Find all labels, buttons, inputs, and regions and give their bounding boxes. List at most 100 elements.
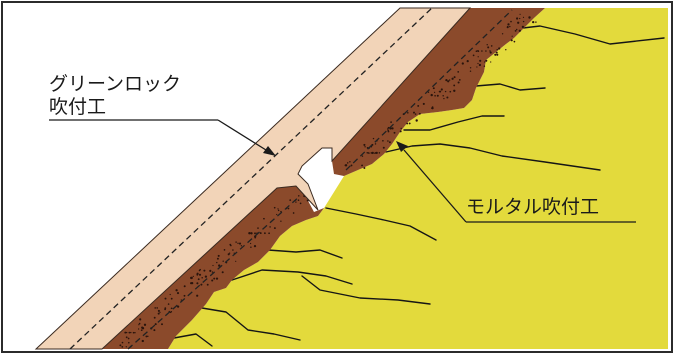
mortar-dot <box>511 35 513 37</box>
mortar-dot <box>230 244 232 247</box>
mortar-dot <box>487 46 490 49</box>
mortar-dot <box>408 122 411 125</box>
mortar-dot <box>477 62 479 65</box>
mortar-dot <box>361 164 363 167</box>
mortar-dot <box>413 111 415 114</box>
mortar-dot <box>196 273 199 276</box>
mortar-dot <box>198 269 201 272</box>
mortar-dot <box>128 341 130 344</box>
mortar-label-text: モルタル吹付工 <box>466 196 599 218</box>
mortar-dot <box>211 279 214 282</box>
mortar-dot <box>440 88 443 91</box>
mortar-dot <box>213 277 216 280</box>
mortar-dot <box>223 249 226 251</box>
mortar-dot <box>204 275 208 278</box>
mortar-dot <box>479 59 482 62</box>
mortar-dot <box>445 79 448 82</box>
mortar-lower-dashed-line <box>127 195 301 350</box>
mortar-dot <box>361 155 364 157</box>
mortar-dot <box>451 77 454 80</box>
mortar-dot <box>218 264 221 267</box>
mortar-dot <box>170 307 173 310</box>
mortar-dot <box>363 167 366 169</box>
mortar-dot <box>167 303 170 305</box>
mortar-dot <box>176 292 180 295</box>
mortar-dot <box>197 278 200 281</box>
mortar-dot <box>528 16 531 19</box>
mortar-dot <box>477 50 480 52</box>
mortar-dot <box>206 283 209 286</box>
mortar-dot <box>489 50 491 52</box>
mortar-dot <box>170 297 173 300</box>
mortar-dot <box>517 21 520 24</box>
mortar-dot <box>415 119 418 122</box>
green-rock-band-fill <box>34 7 472 350</box>
mortar-dot <box>507 23 510 26</box>
mortar-upper-dashed-line <box>345 9 513 171</box>
mortar-dot <box>390 121 392 123</box>
mortar-dot <box>147 335 149 338</box>
mortar-dot <box>430 93 433 97</box>
mortar-dot <box>457 71 460 73</box>
mortar-dot <box>406 122 409 125</box>
mortar-dot <box>516 17 519 20</box>
mortar-dot <box>164 297 167 300</box>
mortar-dot <box>250 246 252 249</box>
mortar-dot <box>364 146 366 148</box>
mortar-dot <box>125 331 128 334</box>
mortar-dot <box>422 102 425 105</box>
mortar-dot <box>382 139 384 142</box>
mortar-dot <box>446 96 449 99</box>
mortar-dot <box>138 322 141 325</box>
mortar-dot <box>447 80 450 83</box>
mortar-dot <box>453 89 456 92</box>
mortar-dot <box>346 162 349 164</box>
mortar-dot <box>510 39 513 42</box>
mortar-dot <box>196 294 199 297</box>
rock-crack-9 <box>201 307 301 341</box>
mortar-dot <box>200 283 203 286</box>
mortar-dot <box>257 227 259 229</box>
rock-crack-6 <box>267 249 343 259</box>
mortar-dot <box>192 275 194 278</box>
mortar-dot <box>269 226 271 228</box>
mortar-dot <box>175 289 178 292</box>
mortar-dot <box>153 329 156 332</box>
green-rock-leader-arrowhead <box>263 146 276 156</box>
mortar-dot <box>518 29 521 32</box>
mortar-dot <box>371 151 374 155</box>
mortar-dot <box>157 309 160 312</box>
mortar-dot <box>280 220 282 222</box>
mortar-dot <box>515 28 518 31</box>
mortar-dot <box>485 59 488 62</box>
mortar-dot <box>387 126 390 129</box>
mortar-dot <box>121 341 124 344</box>
mortar-dot <box>388 141 391 144</box>
mortar-dot <box>180 299 182 301</box>
mortar-dot <box>521 25 525 29</box>
mortar-dot <box>475 50 478 53</box>
mortar-dot <box>469 67 472 69</box>
mortar-dot <box>169 311 172 314</box>
mortar-dot <box>486 44 488 46</box>
mortar-dot <box>232 249 234 251</box>
mortar-dot <box>183 294 186 297</box>
mortar-dot <box>505 49 507 51</box>
rock-face-fill <box>168 8 668 349</box>
mortar-dot <box>139 318 142 321</box>
mortar-dot <box>201 276 203 279</box>
mortar-dot <box>481 50 483 52</box>
mortar-dot <box>145 335 148 338</box>
mortar-dot <box>442 95 444 97</box>
mortar-dot <box>513 40 516 43</box>
mortar-dot <box>399 130 402 133</box>
mortar-dot <box>449 90 452 93</box>
mortar-dot <box>289 199 292 201</box>
mortar-dot <box>350 164 353 167</box>
mortar-dot <box>132 331 135 334</box>
mortar-dot <box>138 324 140 326</box>
mortar-label: モルタル吹付工 <box>396 141 636 223</box>
rock-crack-2 <box>475 83 546 91</box>
